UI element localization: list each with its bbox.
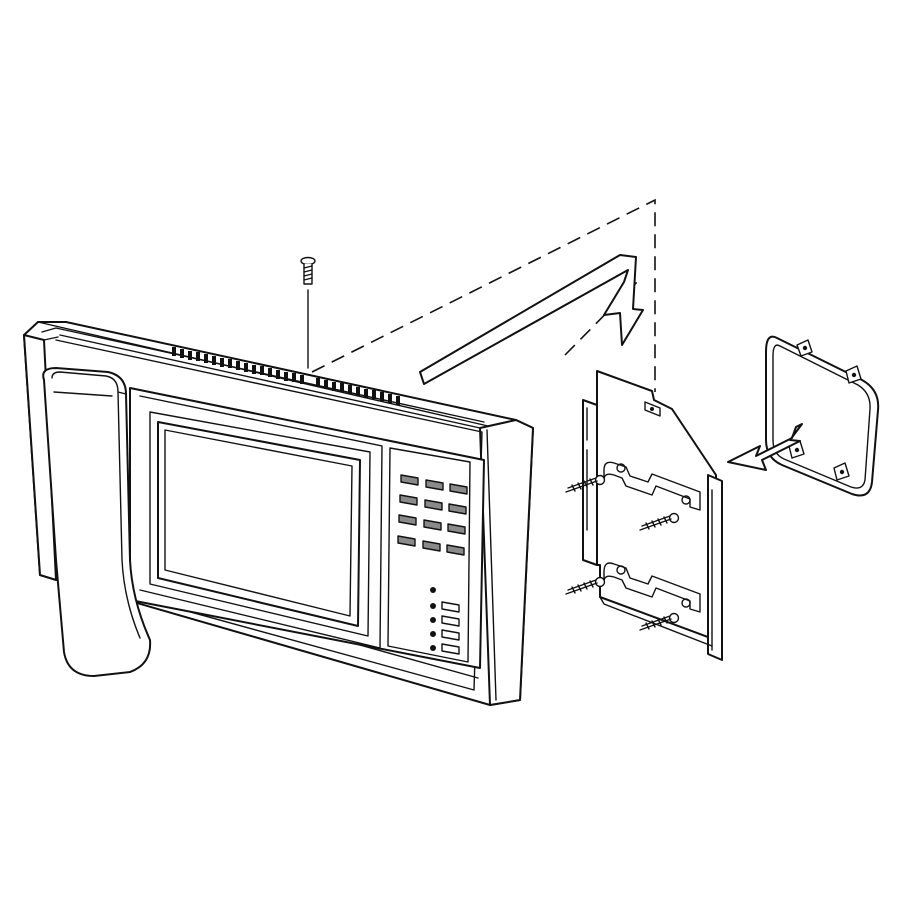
top-fixing-screw xyxy=(300,256,316,369)
handset-icon xyxy=(42,367,152,677)
screw-icon xyxy=(565,576,606,595)
screw-icon xyxy=(639,612,680,631)
wall-box-icon xyxy=(765,335,880,497)
wall-box-fixing-ear xyxy=(845,365,862,384)
screw-icon xyxy=(300,256,316,285)
intercom-monitor-icon xyxy=(23,321,534,706)
wall-box-fixing-ear xyxy=(833,462,850,481)
screw-icon xyxy=(639,512,680,531)
mounting-plate-icon xyxy=(582,370,723,661)
ventilation-grille xyxy=(172,347,400,405)
screen-icon xyxy=(149,411,371,637)
assembly-guide-dashed-line xyxy=(311,198,656,392)
indicator-buttons-icon xyxy=(430,587,460,655)
wall-box-arrow-icon xyxy=(727,423,803,471)
wall-box-fixing-ear xyxy=(796,339,813,357)
assembly-arrow-icon xyxy=(419,254,644,385)
screw-icon xyxy=(565,474,606,493)
keypad-icon xyxy=(387,447,471,663)
